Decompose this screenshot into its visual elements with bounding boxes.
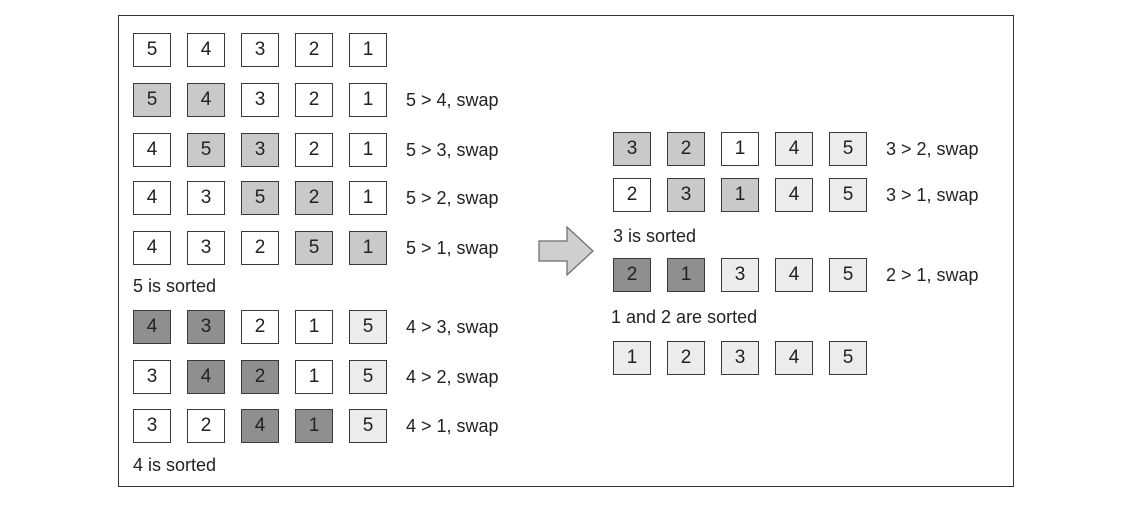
array-cell: 2	[241, 231, 279, 265]
array-cell: 2	[295, 33, 333, 67]
array-cell: 2	[295, 181, 333, 215]
swap-note: 3 > 1, swap	[886, 185, 979, 205]
caption-1-2-sorted: 1 and 2 are sorted	[611, 307, 758, 327]
array-cell: 5	[187, 133, 225, 167]
array-cell: 4	[241, 409, 279, 443]
array-cell: 4	[187, 33, 225, 67]
array-cell: 4	[187, 360, 225, 394]
array-cell: 3	[241, 83, 279, 117]
array-cell: 3	[667, 178, 705, 212]
array-cell: 2	[241, 360, 279, 394]
array-cell: 5	[241, 181, 279, 215]
array-cell: 1	[295, 409, 333, 443]
array-cell: 1	[349, 33, 387, 67]
right-arrow-icon	[538, 225, 594, 277]
array-cell: 5	[349, 310, 387, 344]
caption-5-sorted: 5 is sorted	[133, 276, 217, 296]
array-cell: 1	[721, 178, 759, 212]
array-cell: 5	[133, 33, 171, 67]
array-cell: 2	[667, 132, 705, 166]
array-cell: 1	[667, 258, 705, 292]
array-cell: 5	[295, 231, 333, 265]
array-cell: 3	[187, 181, 225, 215]
array-cell: 1	[349, 231, 387, 265]
array-cell: 4	[775, 258, 813, 292]
swap-note: 5 > 3, swap	[406, 140, 499, 160]
array-cell: 4	[133, 310, 171, 344]
caption-3-sorted: 3 is sorted	[613, 226, 697, 246]
array-cell: 3	[241, 33, 279, 67]
array-cell: 5	[349, 360, 387, 394]
array-cell: 1	[349, 83, 387, 117]
array-cell: 4	[775, 132, 813, 166]
array-cell: 3	[721, 341, 759, 375]
array-cell: 4	[133, 133, 171, 167]
array-cell: 1	[295, 360, 333, 394]
array-cell: 4	[775, 341, 813, 375]
swap-note: 4 > 3, swap	[406, 317, 499, 337]
array-cell: 2	[295, 83, 333, 117]
array-cell: 5	[133, 83, 171, 117]
array-cell: 4	[775, 178, 813, 212]
swap-note: 2 > 1, swap	[886, 265, 979, 285]
array-cell: 5	[829, 178, 867, 212]
swap-note: 4 > 1, swap	[406, 416, 499, 436]
swap-note: 5 > 2, swap	[406, 188, 499, 208]
array-cell: 2	[295, 133, 333, 167]
array-cell: 1	[721, 132, 759, 166]
array-cell: 4	[187, 83, 225, 117]
array-cell: 2	[613, 258, 651, 292]
array-cell: 2	[241, 310, 279, 344]
array-cell: 1	[349, 181, 387, 215]
swap-note: 4 > 2, swap	[406, 367, 499, 387]
swap-note: 5 > 4, swap	[406, 90, 499, 110]
array-cell: 3	[613, 132, 651, 166]
array-cell: 5	[829, 341, 867, 375]
array-cell: 4	[133, 181, 171, 215]
array-cell: 5	[349, 409, 387, 443]
array-cell: 3	[721, 258, 759, 292]
array-cell: 1	[295, 310, 333, 344]
swap-note: 5 > 1, swap	[406, 238, 499, 258]
array-cell: 2	[187, 409, 225, 443]
array-cell: 5	[829, 258, 867, 292]
array-cell: 3	[133, 409, 171, 443]
array-cell: 1	[613, 341, 651, 375]
array-cell: 3	[187, 310, 225, 344]
swap-note: 3 > 2, swap	[886, 139, 979, 159]
array-cell: 2	[667, 341, 705, 375]
array-cell: 2	[613, 178, 651, 212]
array-cell: 3	[241, 133, 279, 167]
array-cell: 1	[349, 133, 387, 167]
array-cell: 3	[187, 231, 225, 265]
array-cell: 4	[133, 231, 171, 265]
array-cell: 5	[829, 132, 867, 166]
caption-4-sorted: 4 is sorted	[133, 455, 217, 475]
array-cell: 3	[133, 360, 171, 394]
